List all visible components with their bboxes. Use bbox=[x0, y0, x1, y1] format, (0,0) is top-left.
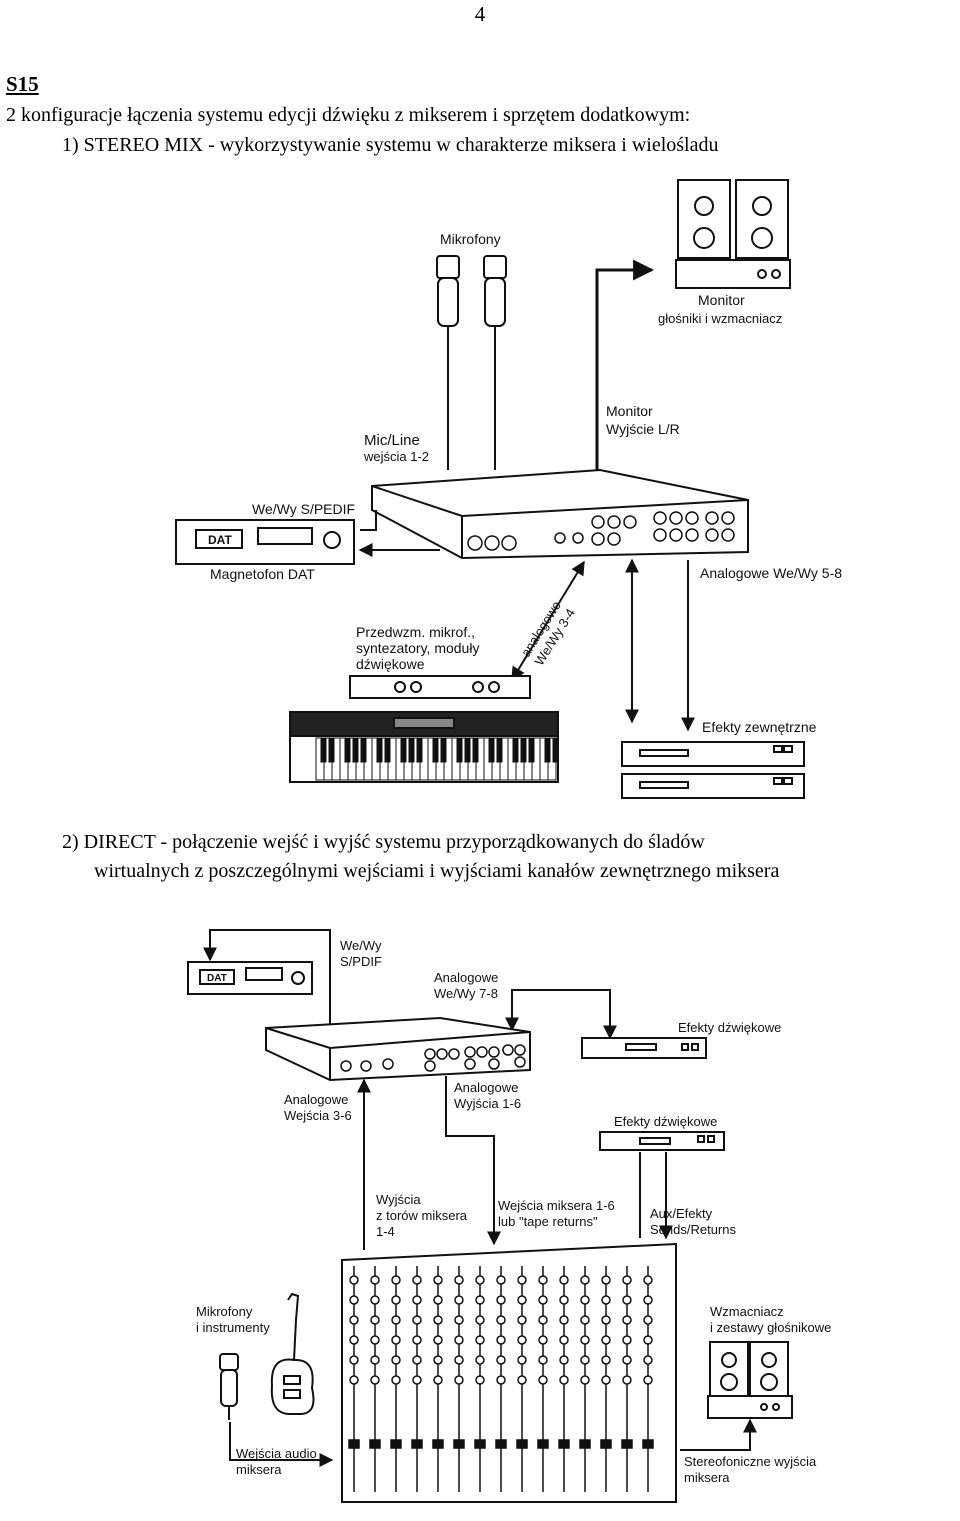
monitor-speakers bbox=[675, 179, 791, 289]
mixer-inputs-label-2: lub "tape returns" bbox=[498, 1214, 598, 1229]
diagram-direct: We/Wy S/PDIF DAT Analogowe We/Wy 7-8 Efe… bbox=[187, 929, 831, 1503]
effects-units bbox=[621, 741, 805, 799]
dat-badge-2: DAT bbox=[207, 973, 227, 984]
dat-recorder bbox=[175, 519, 355, 565]
preamp-unit bbox=[349, 675, 531, 699]
mixer-console bbox=[341, 1242, 677, 1503]
monitor-out-label-1: Monitor bbox=[606, 403, 653, 419]
audio-interface-2 bbox=[265, 1016, 531, 1082]
microphones-label: Mikrofony bbox=[440, 231, 501, 247]
section-label: S15 bbox=[6, 72, 39, 96]
aux-label-2: Sends/Returns bbox=[650, 1222, 736, 1237]
dat-badge: DAT bbox=[208, 533, 232, 547]
analog-in-label-2: Wejścia 3-6 bbox=[284, 1108, 352, 1123]
analog-78-label-2: We/Wy 7-8 bbox=[434, 986, 498, 1001]
effects-unit-1 bbox=[581, 1037, 707, 1059]
effects-label-1: Efekty dźwiękowe bbox=[678, 1020, 781, 1035]
mixer-inputs-label-1: Wejścia miksera 1-6 bbox=[498, 1198, 615, 1213]
dat-label: Magnetofon DAT bbox=[210, 566, 315, 582]
spdif-label-2: S/PDIF bbox=[340, 954, 382, 969]
item-direct: 2) DIRECT - połączenie wejść i wyjść sys… bbox=[62, 828, 957, 886]
microphone-icon-2 bbox=[219, 1353, 239, 1420]
monitor-label: Monitor bbox=[698, 292, 745, 308]
preamp-label-3: dźwiękowe bbox=[356, 656, 425, 672]
micline-label-1: Mic/Line bbox=[364, 432, 420, 449]
dat-recorder-2 bbox=[187, 961, 313, 995]
item-direct-cont: wirtualnych z poszczególnymi wejściami i… bbox=[94, 860, 780, 882]
amp-label-2: i zestawy głośnikowe bbox=[710, 1320, 831, 1335]
microphone-icon bbox=[436, 255, 507, 327]
outputs-label-1: Wyjścia bbox=[376, 1192, 421, 1207]
outputs-label-3: 1-4 bbox=[376, 1224, 395, 1239]
aux-label-1: Aux/Efekty bbox=[650, 1206, 713, 1221]
effects-unit-2 bbox=[599, 1131, 725, 1151]
stereo-out-label-1: Stereofoniczne wyjścia bbox=[684, 1454, 817, 1469]
page-number: 4 bbox=[474, 2, 486, 26]
spdif-label: We/Wy S/PEDIF bbox=[252, 501, 355, 517]
effects-label-2: Efekty dźwiękowe bbox=[614, 1114, 717, 1129]
diagram-stereo-mix: Monitor głośniki i wzmacniacz Mikrofony … bbox=[175, 179, 842, 799]
mics-label-2: i instrumenty bbox=[196, 1320, 270, 1335]
speakers-label: głośniki i wzmacniacz bbox=[658, 311, 782, 326]
item-stereo-mix: 1) STEREO MIX - wykorzystywanie systemu … bbox=[62, 134, 719, 156]
audio-interface bbox=[371, 468, 749, 560]
audio-inputs-label-2: miksera bbox=[236, 1462, 282, 1477]
spdif-label-1: We/Wy bbox=[340, 938, 382, 953]
outputs-label-2: z torów miksera bbox=[376, 1208, 468, 1223]
speakers-icon-2 bbox=[707, 1341, 793, 1419]
keyboard-synth bbox=[289, 711, 559, 783]
analog-out-label-2: Wyjścia 1-6 bbox=[454, 1096, 521, 1111]
preamp-label-2: syntezatory, moduły bbox=[356, 640, 479, 656]
analog-out-label-1: Analogowe bbox=[454, 1080, 518, 1095]
mics-label-1: Mikrofony bbox=[196, 1304, 253, 1319]
monitor-out-label-2: Wyjście L/R bbox=[606, 421, 680, 437]
analog-58-label: Analogowe We/Wy 5-8 bbox=[700, 565, 842, 581]
effects-label: Efekty zewnętrzne bbox=[702, 719, 817, 735]
intro-text: 2 konfiguracje łączenia systemu edycji d… bbox=[6, 104, 691, 126]
analog-in-label-1: Analogowe bbox=[284, 1092, 348, 1107]
guitar-icon bbox=[270, 1292, 315, 1415]
amp-label-1: Wzmacniacz bbox=[710, 1304, 784, 1319]
item-direct-lead: 2) DIRECT - połączenie wejść i wyjść sys… bbox=[62, 831, 705, 853]
preamp-label-1: Przedwzm. mikrof., bbox=[356, 624, 475, 640]
micline-label-2: wejścia 1-2 bbox=[363, 449, 429, 464]
analog-78-label-1: Analogowe bbox=[434, 970, 498, 985]
audio-inputs-label-1: Wejścia audio bbox=[236, 1446, 317, 1461]
stereo-out-label-2: miksera bbox=[684, 1470, 730, 1485]
